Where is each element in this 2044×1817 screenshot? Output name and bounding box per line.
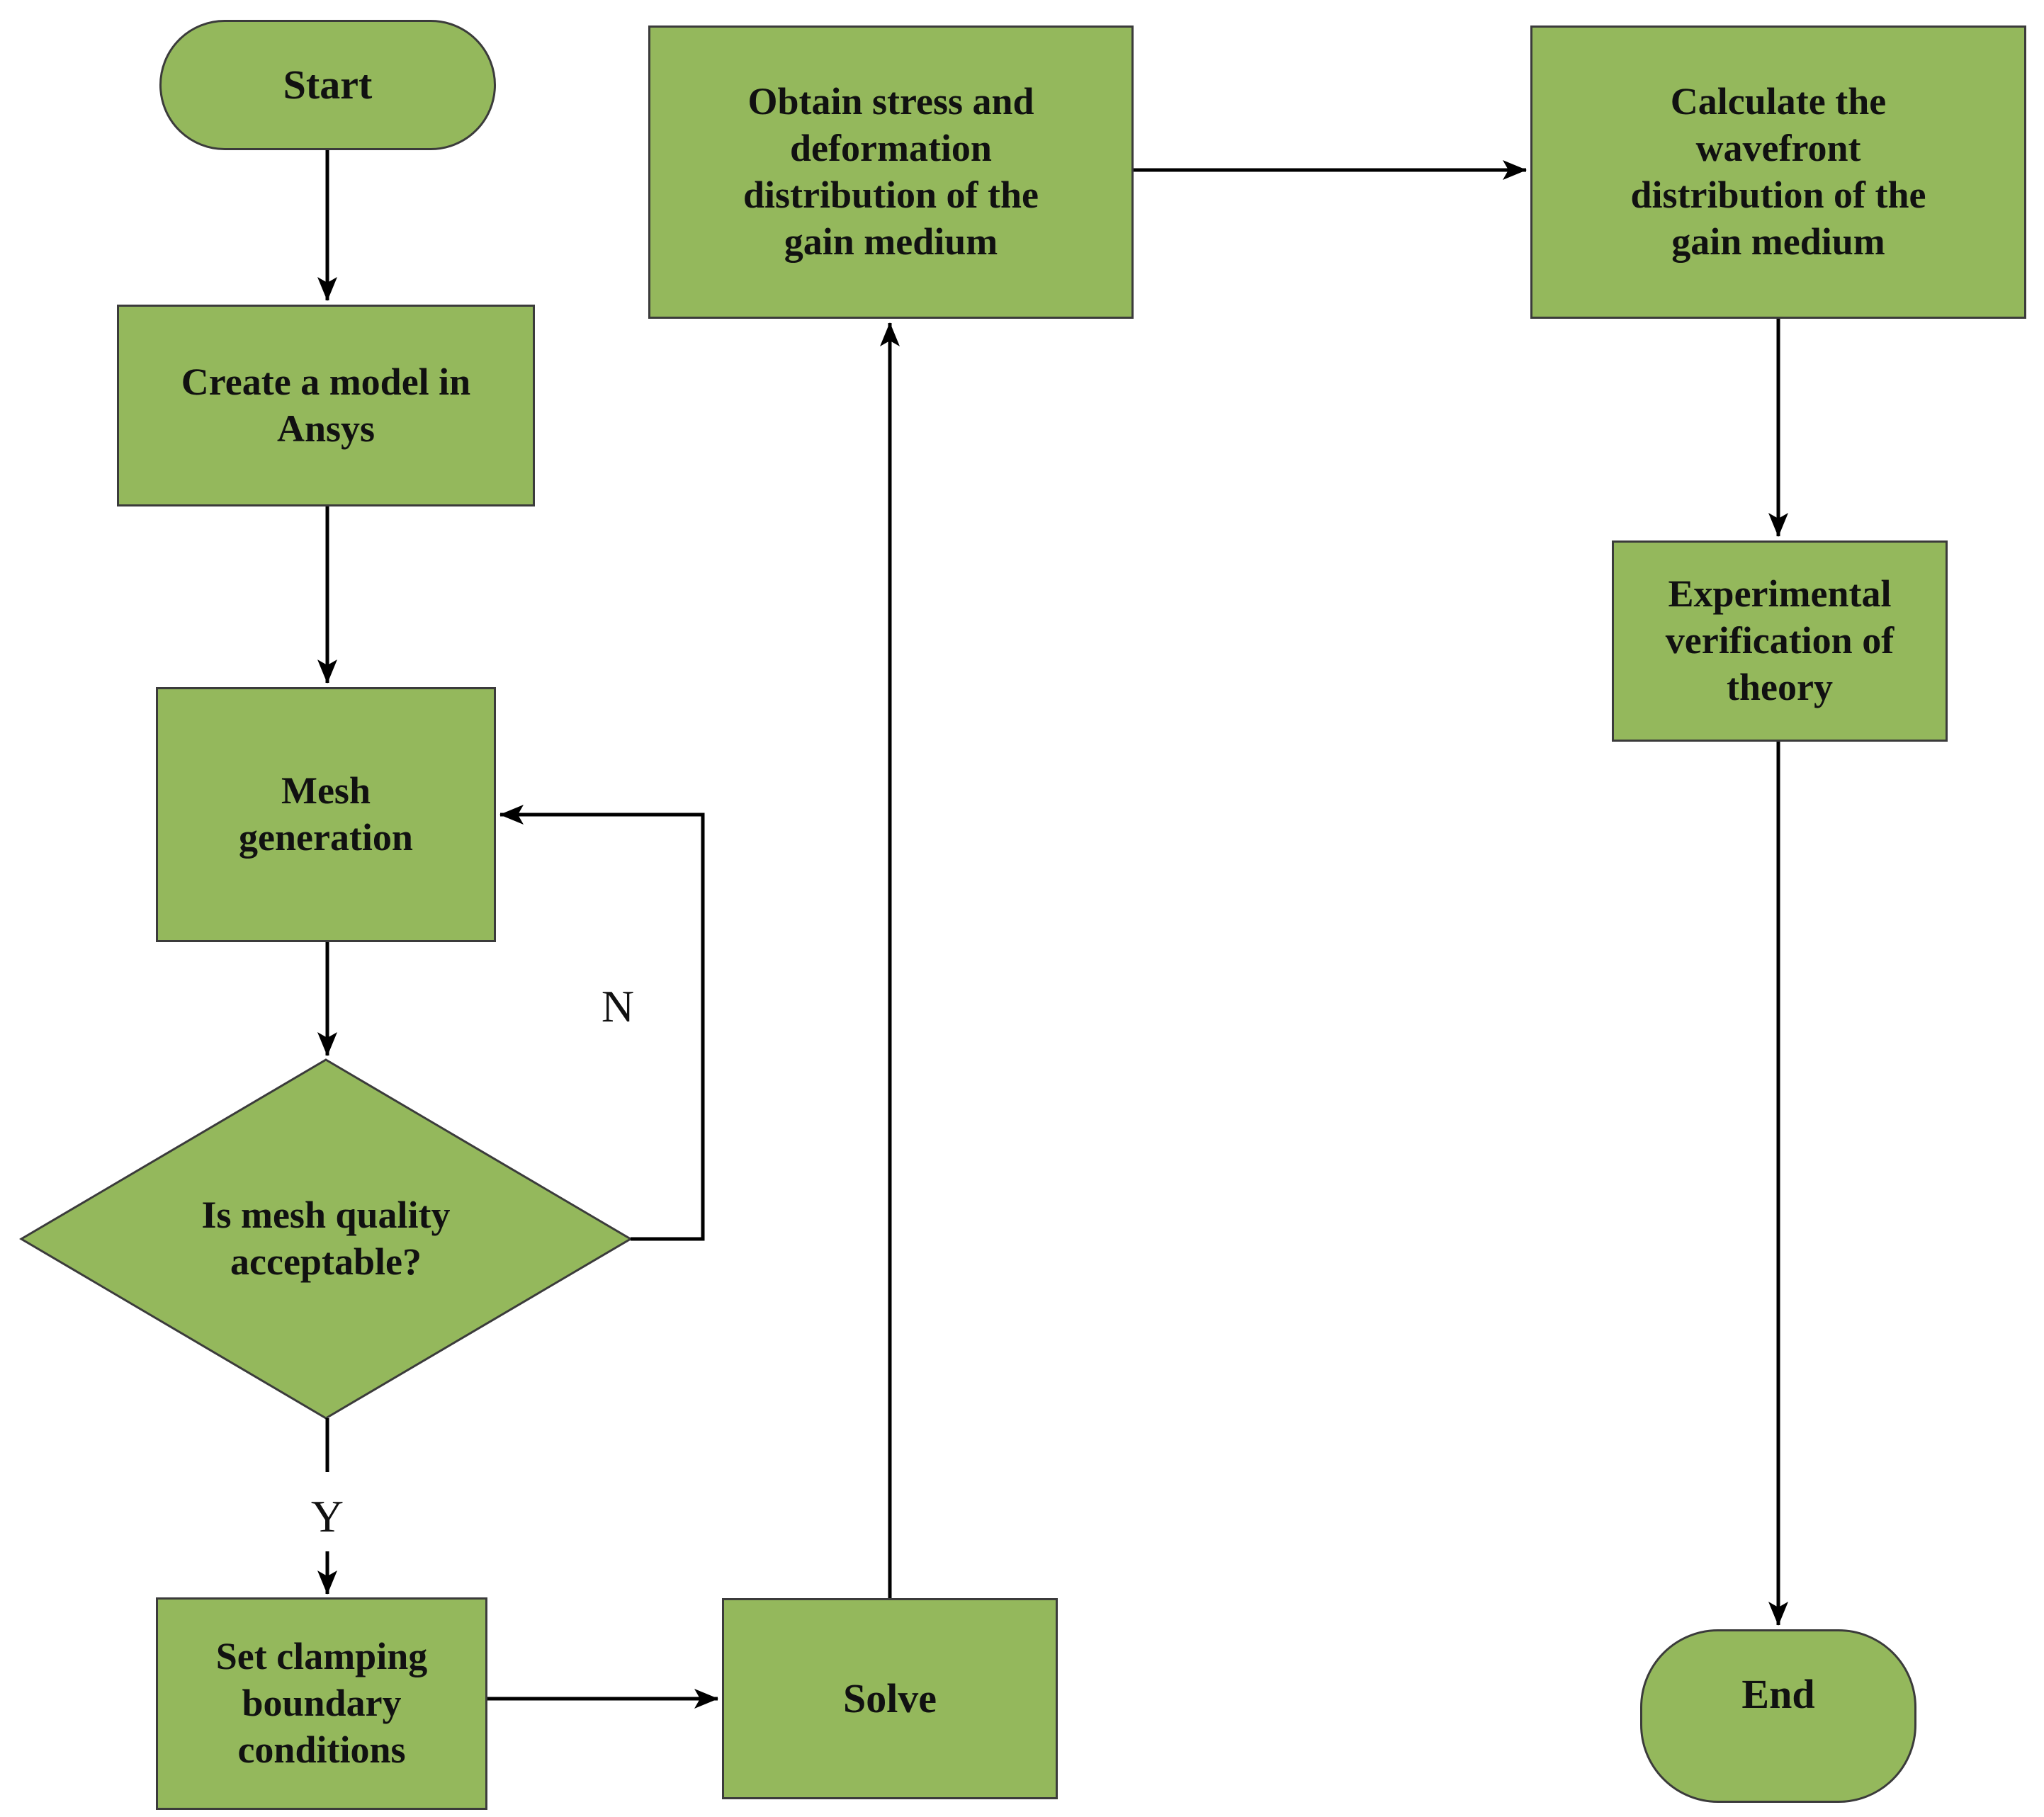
node-start: Start xyxy=(159,20,496,150)
node-obtain-stress-label: Obtain stress and deformation distributi… xyxy=(742,80,1039,263)
node-mesh-quality-decision: Is mesh quality acceptable? xyxy=(21,1060,631,1418)
node-obtain-stress: Obtain stress and deformation distributi… xyxy=(648,26,1134,319)
node-experimental-verification: Experimental verification of theory xyxy=(1612,540,1948,742)
node-mesh-quality-label: Is mesh quality acceptable? xyxy=(201,1194,451,1283)
node-mesh-generation-label: Mesh generation xyxy=(239,769,413,859)
node-calculate-wavefront: Calculate the wavefront distribution of … xyxy=(1530,26,2026,319)
arrow-decision-no-loop xyxy=(499,805,705,1241)
node-create-model-label: Create a model in Ansys xyxy=(181,360,471,450)
node-set-clamping: Set clamping boundary conditions xyxy=(156,1597,487,1810)
node-solve: Solve xyxy=(722,1598,1058,1799)
edge-label-no: N xyxy=(602,981,634,1031)
edge-label-yes: Y xyxy=(311,1491,344,1541)
node-end-label: End xyxy=(1741,1671,1815,1718)
node-mesh-generation: Mesh generation xyxy=(156,687,496,942)
node-create-model: Create a model in Ansys xyxy=(117,305,535,506)
node-start-label: Start xyxy=(283,61,373,108)
node-experimental-verification-label: Experimental verification of theory xyxy=(1665,572,1895,708)
node-set-clamping-label: Set clamping boundary conditions xyxy=(215,1635,428,1771)
node-solve-label: Solve xyxy=(842,1675,937,1721)
node-calculate-wavefront-label: Calculate the wavefront distribution of … xyxy=(1630,80,1926,263)
node-end: End xyxy=(1640,1629,1916,1803)
